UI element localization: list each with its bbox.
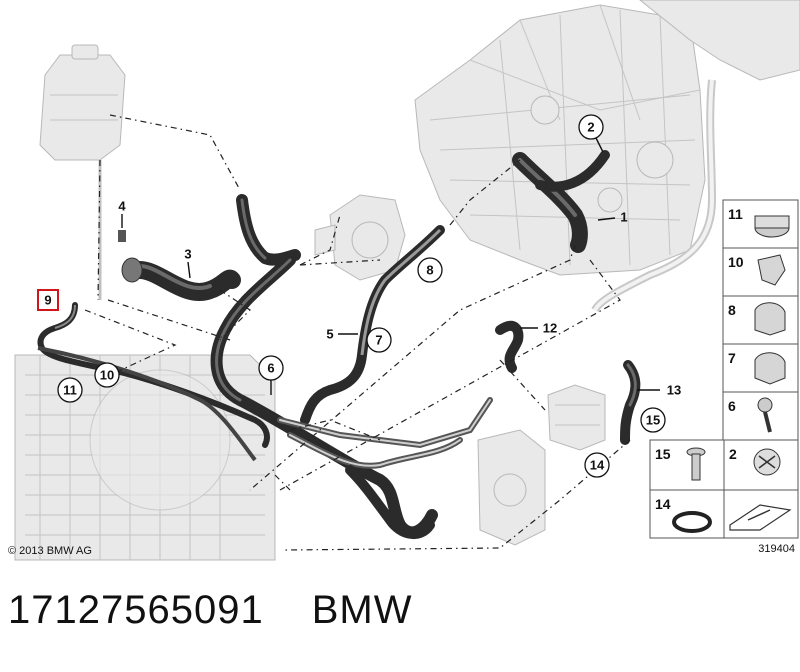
pipe-5 <box>300 225 445 425</box>
svg-text:8: 8 <box>728 302 736 318</box>
svg-text:2: 2 <box>729 446 737 462</box>
legend-item-2: 2 <box>729 446 781 476</box>
callout-9: 9 <box>37 289 59 311</box>
callout-13: 13 <box>637 383 681 398</box>
callout-12: 12 <box>520 321 557 336</box>
callout-6: 6 <box>258 355 284 395</box>
svg-text:11: 11 <box>63 383 77 398</box>
top-right-ghost-pipes <box>591 0 800 313</box>
svg-text:6: 6 <box>728 398 736 414</box>
hose-1 <box>512 150 610 253</box>
svg-text:15: 15 <box>646 413 660 428</box>
legend-item-8: 8 <box>728 302 786 336</box>
heater-valve <box>547 384 606 451</box>
svg-text:1: 1 <box>620 210 627 225</box>
caption: 17127565091 BMW <box>8 588 412 633</box>
legend-item-6: 6 <box>728 397 773 433</box>
callout-5: 5 <box>326 327 358 342</box>
legend-item-15: 15 <box>655 446 706 481</box>
hose-upper-to-pump <box>236 194 301 266</box>
callout-2: 2 <box>578 114 604 153</box>
auxiliary-pump <box>477 429 546 546</box>
svg-text:7: 7 <box>375 333 382 348</box>
svg-text:8: 8 <box>426 263 433 278</box>
parts-legend: 11 10 8 7 6 15 2 <box>649 199 799 539</box>
copyright-text: © 2013 BMW AG <box>8 545 92 557</box>
callout-4: 4 <box>118 199 126 242</box>
engine-block <box>414 4 706 276</box>
callout-7: 7 <box>366 327 392 353</box>
reference-number: 319404 <box>758 543 795 555</box>
pipe-10-11 <box>37 346 257 462</box>
svg-text:7: 7 <box>728 350 736 366</box>
legend-item-10: 10 <box>728 254 786 286</box>
svg-text:12: 12 <box>543 321 557 336</box>
legend-item-7: 7 <box>728 350 786 385</box>
pipe-9 <box>37 302 270 448</box>
electric-coolant-pump <box>314 194 406 281</box>
callout-15: 15 <box>640 407 666 433</box>
pipe-bundle-lower <box>277 397 493 539</box>
svg-text:14: 14 <box>590 458 605 473</box>
part-number: 17127565091 <box>8 588 264 632</box>
svg-text:13: 13 <box>667 383 681 398</box>
expansion-tank <box>39 44 126 300</box>
legend-item-14: 14 <box>655 496 712 533</box>
connection-lines <box>84 114 631 551</box>
callout-3: 3 <box>184 247 192 279</box>
hose-12 <box>495 320 524 373</box>
svg-text:5: 5 <box>326 327 333 342</box>
cooling-system-diagram: 1 2 3 4 5 6 7 8 9 10 11 <box>8 0 800 561</box>
svg-text:2: 2 <box>587 120 594 135</box>
svg-text:11: 11 <box>728 206 743 222</box>
callout-11: 11 <box>57 377 83 403</box>
svg-text:4: 4 <box>118 199 126 214</box>
callout-1: 1 <box>597 210 628 225</box>
svg-text:3: 3 <box>184 247 191 262</box>
legend-item-11: 11 <box>728 206 790 238</box>
arrow-symbol <box>729 504 792 531</box>
svg-text:15: 15 <box>655 446 671 462</box>
svg-text:9: 9 <box>44 293 51 308</box>
svg-text:10: 10 <box>728 254 744 270</box>
svg-text:10: 10 <box>100 368 114 383</box>
callout-14: 14 <box>584 452 610 478</box>
callout-10: 10 <box>94 362 120 388</box>
brand-name: BMW <box>311 588 413 632</box>
svg-text:6: 6 <box>267 361 274 376</box>
hose-13 <box>620 360 641 445</box>
callout-8: 8 <box>417 257 443 283</box>
radiator <box>14 354 276 561</box>
svg-text:14: 14 <box>655 496 671 512</box>
hose-3 <box>121 257 241 301</box>
